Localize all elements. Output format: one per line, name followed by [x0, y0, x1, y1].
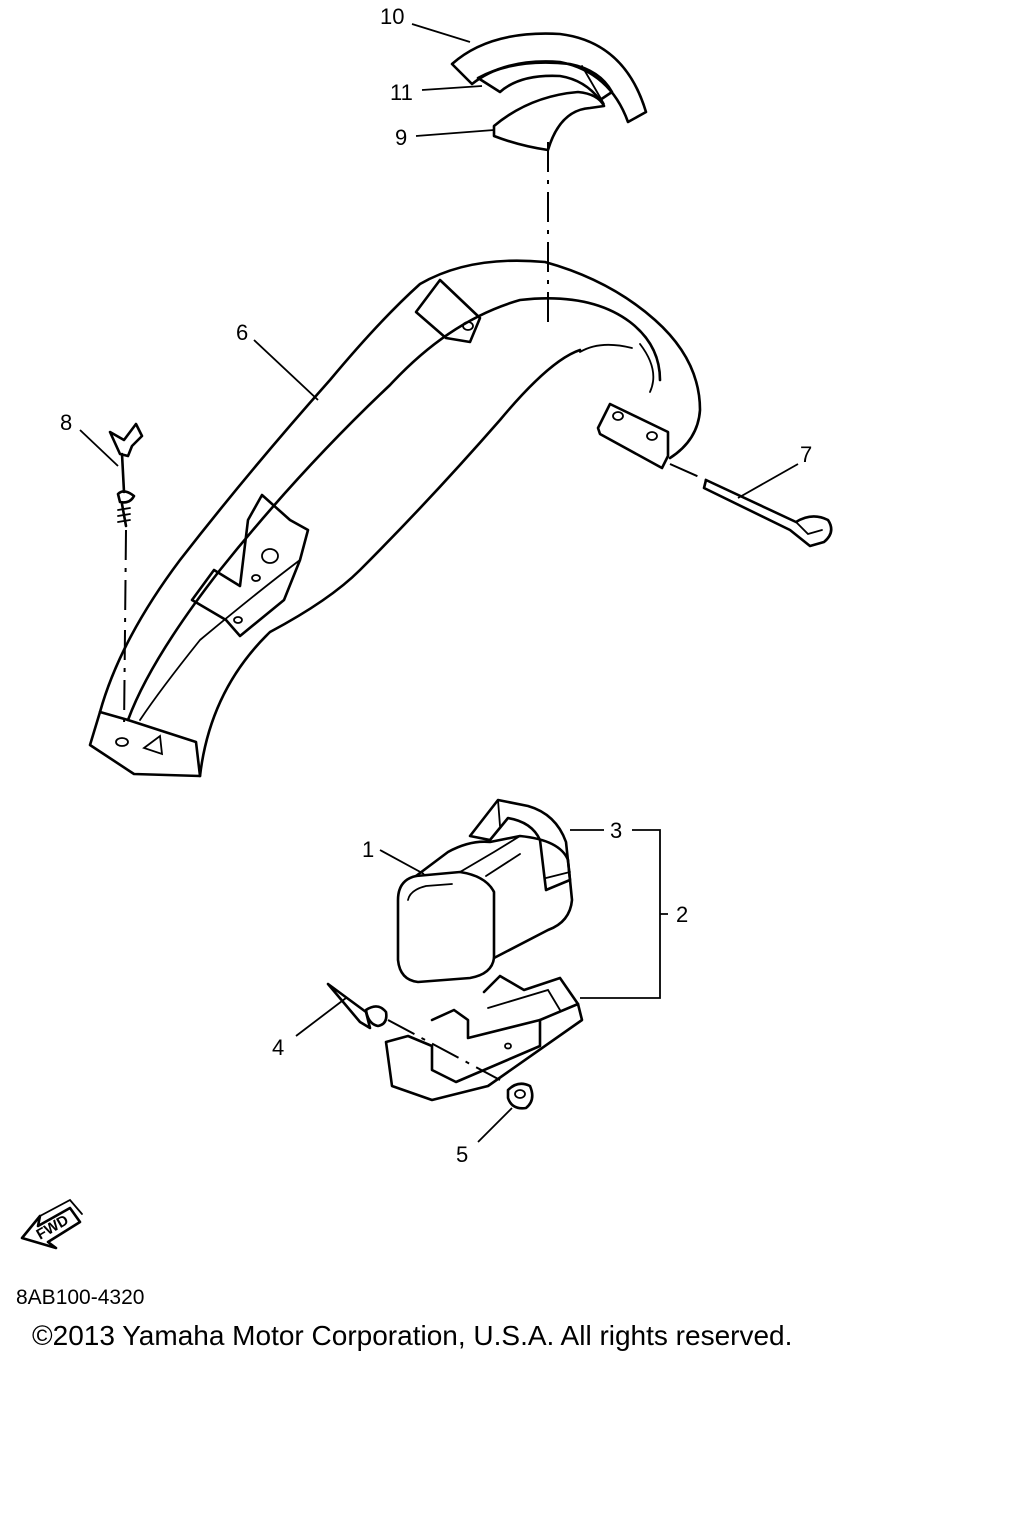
decal-9	[492, 90, 606, 152]
callout-4: 4	[272, 1035, 284, 1060]
callout-8: 8	[60, 410, 72, 435]
callout-1: 1	[362, 837, 374, 862]
wing-bolt-part-8	[108, 422, 144, 731]
callout-6: 6	[236, 320, 248, 345]
part-code: 8AB100-4320	[16, 1286, 145, 1309]
battery-strap-part-3	[468, 798, 572, 892]
callout-11: 11	[390, 80, 413, 105]
callout-3: 3	[610, 818, 622, 843]
leader-1	[379, 849, 425, 875]
rear-fender	[88, 259, 702, 778]
screw-part-4	[326, 982, 501, 1081]
callout-7: 7	[800, 442, 812, 467]
leader-5	[477, 1107, 513, 1143]
callout-10: 10	[380, 4, 404, 29]
leader-8	[79, 429, 119, 467]
leader-10	[411, 23, 471, 43]
copyright-notice: ©2013 Yamaha Motor Corporation, U.S.A. A…	[32, 1320, 793, 1351]
leader-4	[295, 997, 347, 1037]
forward-arrow-icon: FWD	[20, 1198, 83, 1250]
callout-9: 9	[395, 125, 407, 150]
leader-2-3	[570, 829, 668, 999]
callout-2: 2	[676, 902, 688, 927]
callout-5: 5	[456, 1142, 468, 1167]
leader-6	[253, 339, 319, 401]
leader-7	[737, 463, 799, 499]
battery-part-1	[396, 834, 574, 984]
leader-11	[421, 85, 483, 91]
leader-9	[415, 129, 495, 137]
decal-11	[476, 61, 614, 105]
pin-part-7	[669, 463, 833, 548]
battery-tray-part-2	[384, 974, 584, 1102]
nut-part-5	[506, 1082, 534, 1110]
